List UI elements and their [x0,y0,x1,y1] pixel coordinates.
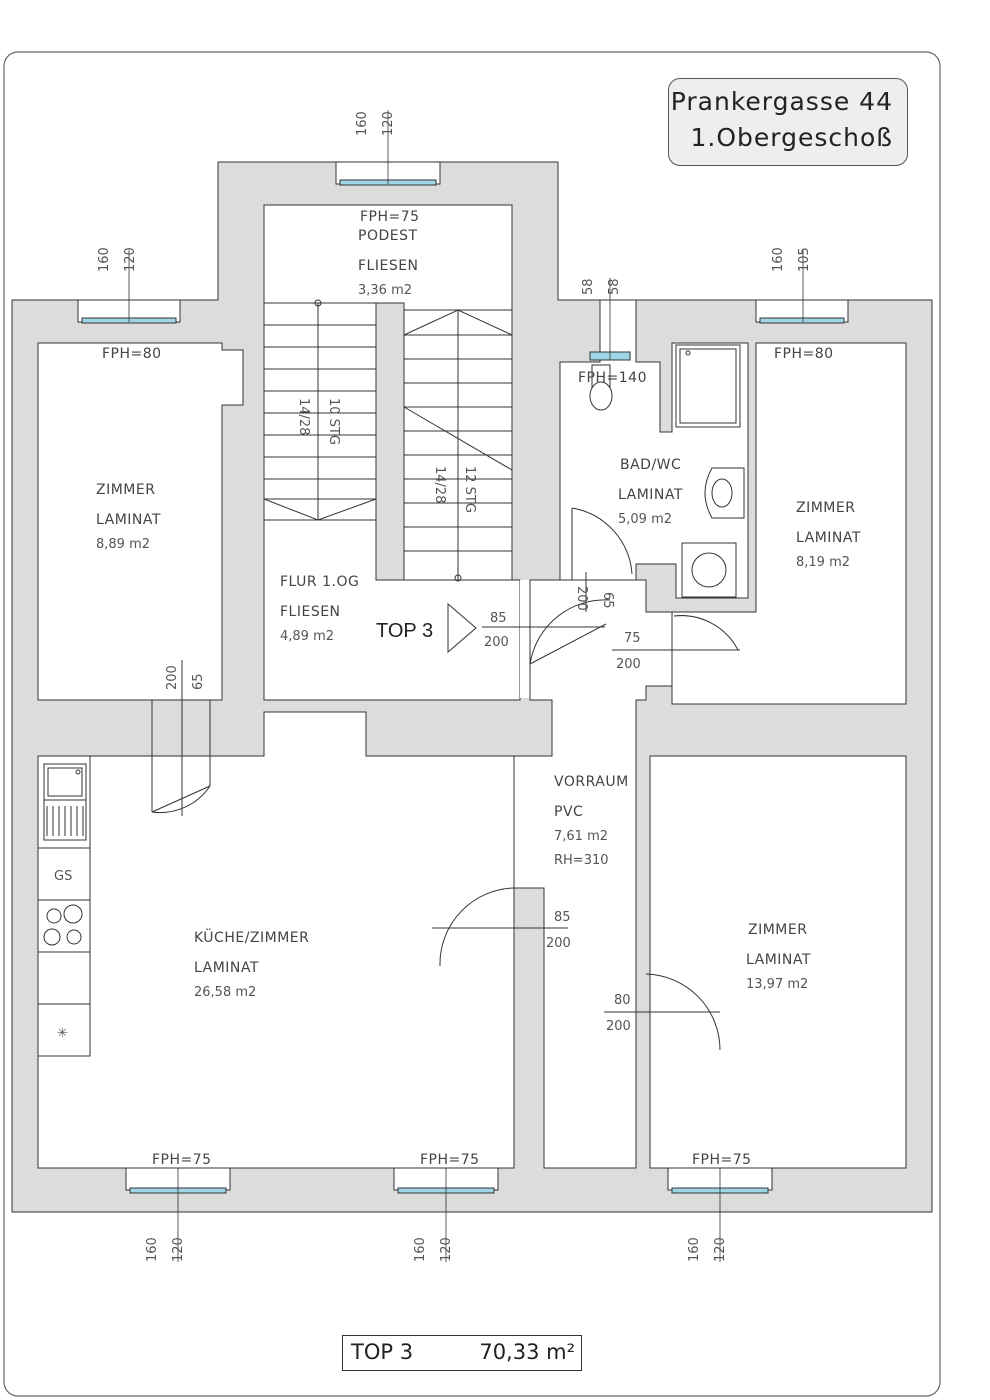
door-entry-w: 85 [490,611,507,626]
bad-area: 5,09 m2 [618,512,672,527]
title-block: Prankergasse 44 1.Obergeschoß [668,78,908,166]
stair-left-ratio: 14/28 [296,398,311,435]
stair-left [263,299,377,521]
gas-label: GS [54,869,72,884]
zimmer-se-area: 13,97 m2 [746,977,808,992]
vorraum-rh: RH=310 [554,853,609,868]
page-border [3,51,941,1397]
podest-name: PODEST [358,228,418,244]
win-s2-a: 160 [413,1237,428,1262]
door-ne-w: 75 [624,631,641,646]
fph-ne: FPH=80 [774,346,834,362]
zimmer-ne-area: 8,19 m2 [796,555,850,570]
zimmer-se-floor: LAMINAT [746,952,811,968]
stair-right [403,309,513,582]
total-area: 70,33 m² [479,1340,575,1364]
total-unit: TOP 3 [351,1340,414,1364]
win-s1-b: 120 [171,1237,186,1262]
zimmer-ne-floor: LAMINAT [796,530,861,546]
zimmer-ne-name: ZIMMER [796,500,855,516]
door-entry-h: 200 [484,635,509,650]
zimmer-nw-area: 8,89 m2 [96,537,150,552]
room-vorraum [513,579,673,1169]
zimmer-se-name: ZIMMER [748,922,807,938]
unit-marker-arrow [447,602,477,654]
kueche-area: 26,58 m2 [194,985,256,1000]
win-ne-a: 160 [771,247,786,272]
unit-marker-label: TOP 3 [376,620,433,642]
freezer-icon: ✳ [57,1026,68,1041]
stair-left-steps: 10 STG [326,398,341,445]
win-top-a: 160 [355,111,370,136]
bad-floor: LAMINAT [618,487,683,503]
zimmer-nw-floor: LAMINAT [96,512,161,528]
door-nw-a: 200 [165,665,180,690]
zimmer-nw-name: ZIMMER [96,482,155,498]
flur-name: FLUR 1.OG [280,574,359,590]
podest-area: 3,36 m2 [358,283,412,298]
total-area-box: TOP 3 70,33 m² [342,1335,582,1371]
room-zimmer-se [649,755,907,1169]
door-bad-b: 65 [600,592,615,609]
win-s3-b: 120 [713,1237,728,1262]
kitchen-units [37,755,91,1057]
door-kueche-w: 85 [554,910,571,925]
floor-title: 1.Obergeschoß [690,123,893,152]
door-se-w: 80 [614,993,631,1008]
door-kueche-h: 200 [546,936,571,951]
stair-right-steps: 12 STG [462,466,477,513]
flur-area: 4,89 m2 [280,629,334,644]
fph-s1: FPH=75 [152,1152,212,1168]
win-bad-a: 58 [581,278,596,295]
vorraum-floor: PVC [554,804,583,820]
kueche-floor: LAMINAT [194,960,259,976]
vorraum-area: 7,61 m2 [554,829,608,844]
podest-floor: FLIESEN [358,258,419,274]
door-se-h: 200 [606,1019,631,1034]
room-zimmer-nw [37,342,244,701]
win-nw-a: 160 [97,247,112,272]
win-nw-b: 120 [123,247,138,272]
bad-fph: FPH=140 [578,370,647,386]
fph-nw: FPH=80 [102,346,162,362]
podest-fph: FPH=75 [360,209,420,225]
kueche-name: KÜCHE/ZIMMER [194,928,309,946]
bad-name: BAD/WC [620,457,681,473]
fph-s2: FPH=75 [420,1152,480,1168]
fph-s3: FPH=75 [692,1152,752,1168]
door-ne-h: 200 [616,657,641,672]
stair-core [375,302,405,581]
win-s2-b: 120 [439,1237,454,1262]
win-s3-a: 160 [687,1237,702,1262]
address-title: Prankergasse 44 [670,87,893,116]
win-ne-b: 105 [797,247,812,272]
stair-right-ratio: 14/28 [432,466,447,503]
win-s1-a: 160 [145,1237,160,1262]
win-bad-b: 58 [607,278,622,295]
door-nw-b: 65 [191,673,206,690]
vorraum-name: VORRAUM [554,774,629,790]
bath-fixtures [589,344,745,598]
flur-floor: FLIESEN [280,604,341,620]
win-top-b: 120 [381,111,396,136]
door-bad-a: 200 [574,586,589,611]
doors [151,507,740,1051]
